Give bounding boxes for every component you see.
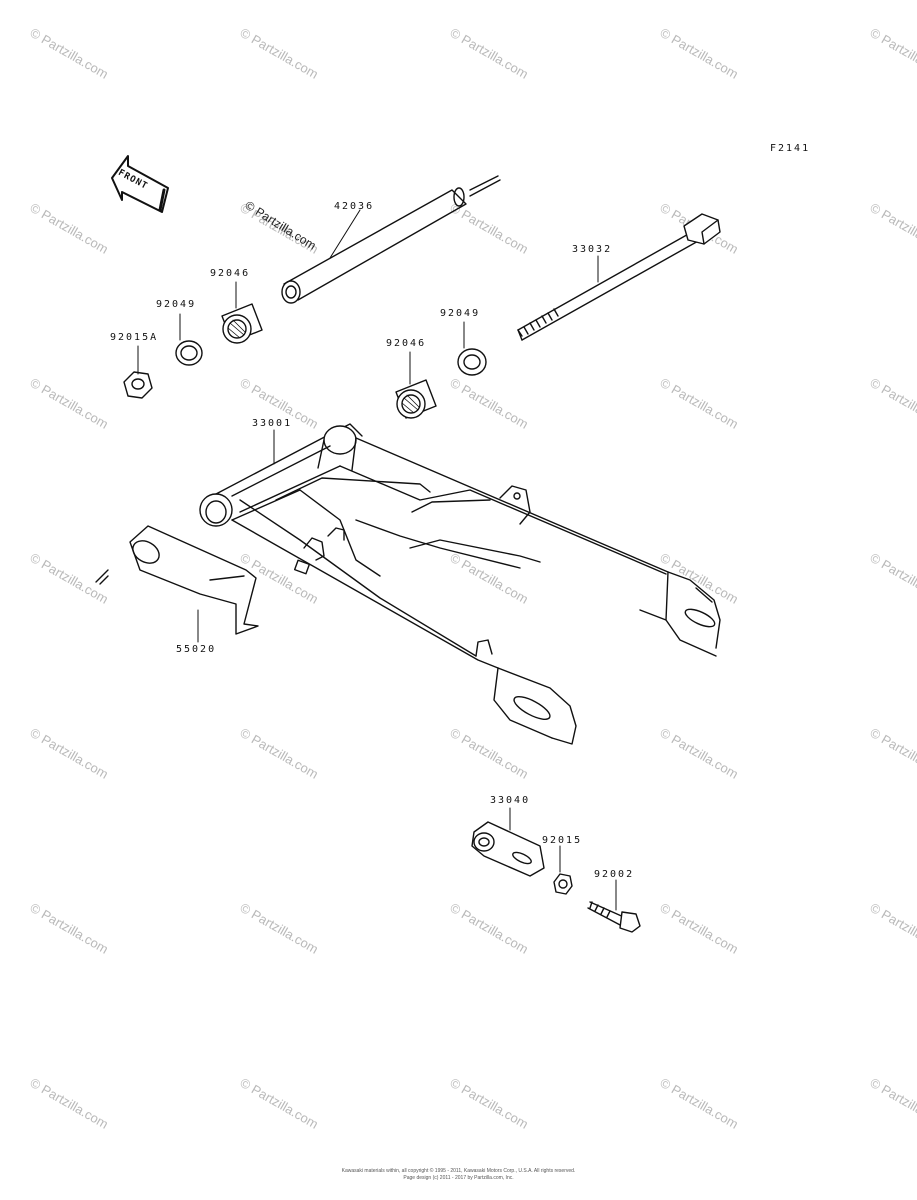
swingarm-part: [199, 423, 721, 745]
part-label-needle-bearing-right[interactable]: 92046: [386, 338, 427, 349]
chain-adjuster-part: [471, 821, 545, 877]
part-label-nut-left[interactable]: 92015A: [110, 332, 159, 343]
needle-bearing-left-part: [221, 303, 263, 344]
part-label-seal-right[interactable]: 92049: [440, 308, 481, 319]
part-label-swingarm[interactable]: 33001: [252, 418, 293, 429]
part-label-needle-bearing-left[interactable]: 92046: [210, 268, 251, 279]
part-label-bolt[interactable]: 92002: [594, 869, 635, 880]
pivot-shaft-part: [517, 213, 721, 341]
part-label-seal-left[interactable]: 92049: [156, 299, 197, 310]
part-label-nut[interactable]: 92015: [542, 835, 583, 846]
copyright-line-1: Kawasaki materials within, all copyright…: [341, 1168, 576, 1174]
seal-right-part: [457, 348, 487, 376]
copyright-line-2: Page design (c) 2011 - 2017 by Partzilla…: [403, 1175, 514, 1181]
nut-left-part: [123, 371, 153, 399]
front-arrow-icon: [111, 155, 169, 213]
part-label-chain-guard[interactable]: 55020: [176, 644, 217, 655]
pivot-tube-part: [281, 175, 501, 304]
needle-bearing-right-part: [395, 379, 437, 419]
leader-lines: [137, 209, 617, 911]
part-label-pivot-tube[interactable]: 42036: [334, 201, 375, 212]
seal-left-part: [175, 340, 203, 366]
figure-code: F2141: [770, 143, 811, 154]
nut-part: [553, 873, 573, 895]
part-label-chain-adjuster[interactable]: 33040: [490, 795, 531, 806]
part-label-pivot-shaft[interactable]: 33032: [572, 244, 613, 255]
chain-guard-part: [95, 525, 259, 635]
bolt-part: [587, 901, 641, 933]
